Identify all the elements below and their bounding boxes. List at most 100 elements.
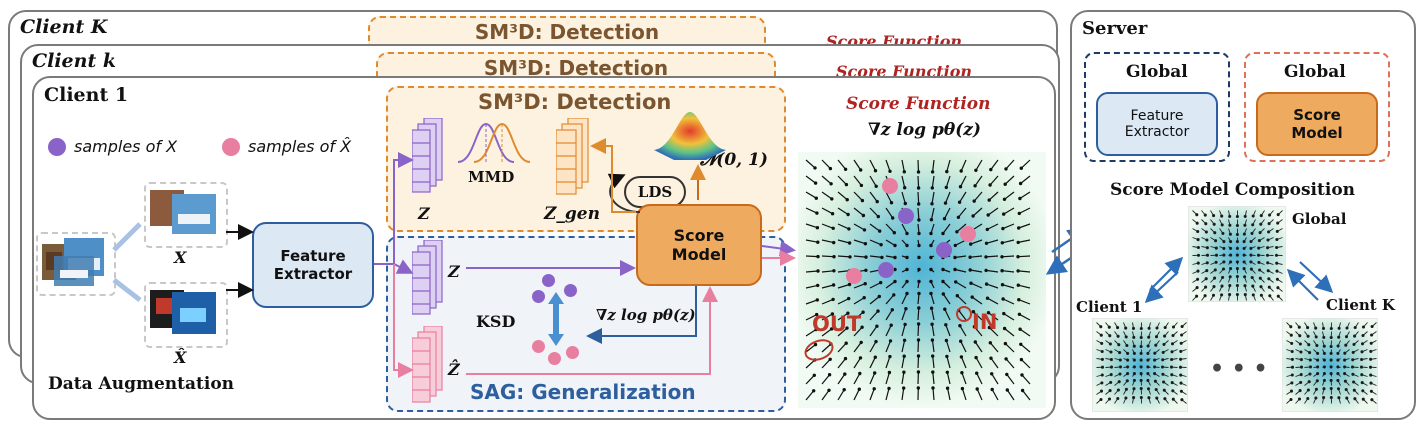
field-arrow-head [1154,343,1158,347]
field-arrow-head [1016,269,1020,273]
field-arrow [821,270,834,273]
field-arrow-head [1196,253,1201,257]
field-arrow-head [1118,372,1122,376]
field-arrow-head [1161,358,1165,362]
field-arrow-head [843,356,848,361]
field-arrow-head [1108,389,1112,393]
field-arrow [1018,299,1031,305]
field-arrow [976,388,983,401]
field-arrow [917,307,920,321]
global-sm-frame [1244,52,1390,162]
field-arrow-head [1336,358,1340,362]
field-arrow-head [1243,223,1247,227]
score-model-line1: Score [673,226,725,245]
field-arrow-head [1179,381,1183,385]
field-arrow [837,207,849,216]
field-arrow-head [1259,285,1263,289]
field-arrow [1020,175,1031,184]
field-arrow [821,313,833,321]
field-arrow-head [1124,387,1128,391]
field-arrow-head [1146,358,1150,362]
global-sm-title: Global [1284,62,1346,82]
field-arrow [1003,207,1015,215]
field-arrow-head [1275,245,1279,250]
field-arrow-head [889,323,893,327]
field-arrow-head [1018,196,1022,201]
field-arrow-head [1179,349,1183,353]
field-arrow [947,388,951,401]
field-arrow-head [1019,357,1024,362]
field-arrow-head [1299,373,1303,377]
ksd-purple-dot [564,284,577,297]
field-arrow-head [1299,358,1303,362]
field-arrow [901,372,905,385]
field-arrow [853,311,864,321]
field-arrow-head [877,229,882,233]
zhat-label: Ẑ [448,360,460,379]
field-arrow-head [1370,324,1374,329]
field-arrow-head [1229,253,1233,257]
field-arrow-head [1267,277,1271,281]
field-arrow-head [1276,221,1280,225]
field-arrow-head [814,196,818,200]
field-arrow [837,312,849,321]
field-arrow-head [858,356,863,360]
field-arrow-head [972,199,976,203]
field-arrow-head [974,355,978,360]
field-arrow [1004,191,1015,200]
field-arrow-head [1153,372,1157,376]
field-arrow [1018,223,1031,229]
field-arrow-head [972,324,977,329]
field-arrow-head [1259,293,1263,297]
field-arrow-head [1220,293,1224,297]
gaussian-curves-icon [457,122,531,163]
field-arrow-head [1360,342,1365,346]
field-arrow-head [1107,397,1112,401]
field-arrow-head [878,280,883,285]
field-arrow-head [813,358,817,362]
field-arrow-head [859,340,863,345]
field-arrow-head [1203,213,1207,217]
field-arrow-head [1361,397,1365,401]
field-arrow [869,223,881,232]
field-arrow-head [1275,269,1279,273]
field-arrow-head [1155,326,1159,330]
field-arrow [1004,343,1015,353]
gen-grad-label: ∇z log pθ(z) [596,306,696,324]
detection-box-back: SM³D: Detection [368,16,766,46]
field-arrow-head [1214,239,1218,243]
field-arrow-head [988,183,992,187]
generalization-title: SAG: Generalization [470,380,696,404]
field-arrow-head [1235,246,1239,250]
field-arrow-head [1171,397,1175,401]
field-arrow [885,223,895,234]
field-arrow [805,314,817,321]
field-arrow-head [1290,365,1295,369]
field-arrow-head [1259,222,1263,226]
field-arrow-head [1196,229,1200,234]
global-score-model-box: Score Model [1256,92,1378,156]
field-arrow [837,255,851,258]
field-arrow-head [1171,389,1175,393]
field-arrow-head [902,338,907,342]
score-model-line2: Model [671,245,727,264]
field-arrow-head [1235,267,1239,271]
field-arrow-head [1257,260,1261,264]
out-label: OUT [812,312,862,336]
field-arrow [974,341,983,353]
field-arrow-head [1276,294,1280,298]
field-arrow-head [1000,255,1004,259]
field-arrow-head [1343,351,1347,355]
field-arrow-head [1315,379,1319,383]
field-arrow [837,342,847,353]
field-arrow-head [1163,397,1167,401]
field-arrow-head [879,242,883,247]
field-arrow-head [1160,365,1165,369]
field-arrow-head [858,371,862,376]
field-arrow-head [1017,312,1022,316]
field-arrow-head [1322,351,1326,355]
field-arrow-head [1343,365,1347,369]
field-arrow-head [1204,277,1208,281]
field-arrow-head [984,241,989,246]
field-arrow [821,255,835,258]
